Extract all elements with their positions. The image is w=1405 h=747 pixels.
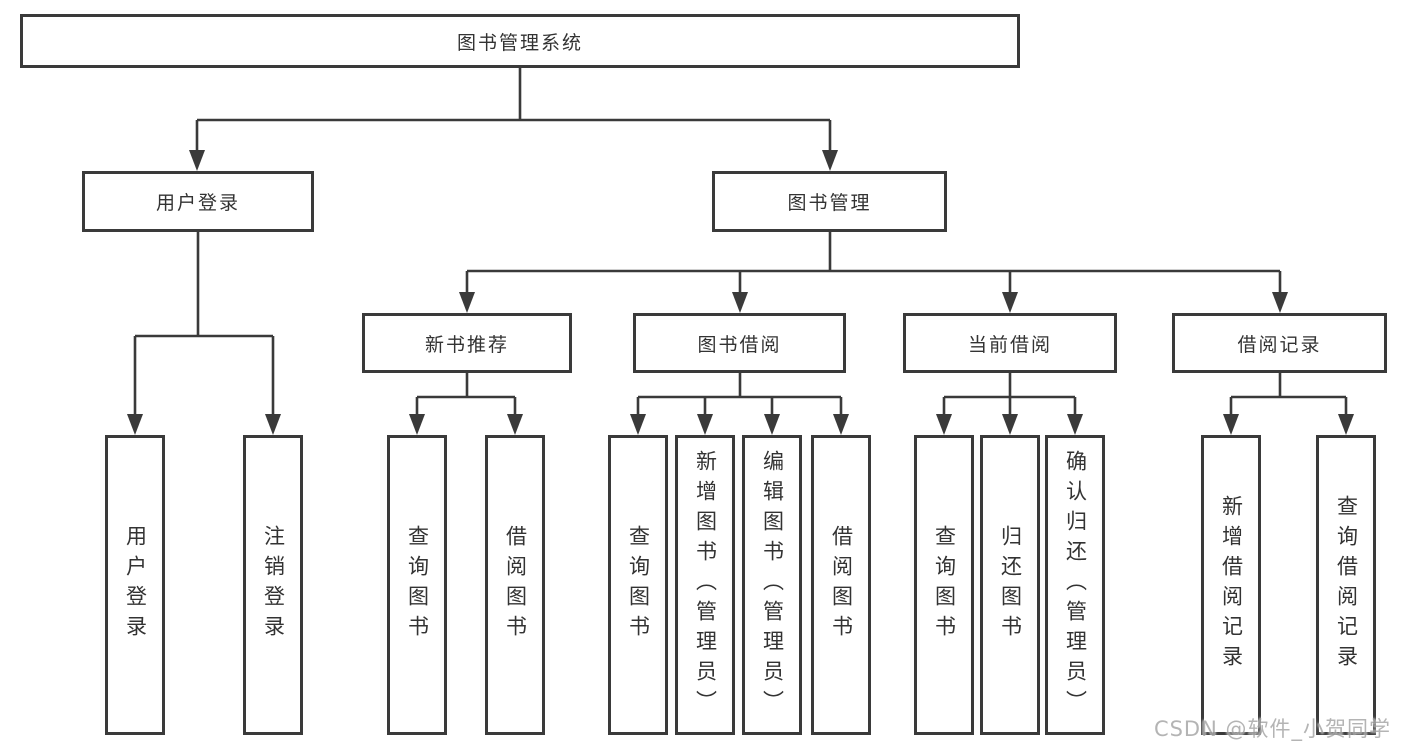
leaf-logout: 注销登录 bbox=[243, 435, 303, 735]
arrowhead bbox=[459, 292, 475, 313]
arrowhead bbox=[265, 414, 281, 435]
leaf-query-books-2: 查询图书 bbox=[608, 435, 668, 735]
arrowhead bbox=[822, 150, 838, 171]
node-label: 确认归还（管理员） bbox=[1063, 450, 1088, 720]
node-label: 新增借阅记录 bbox=[1219, 495, 1244, 675]
arrowhead bbox=[936, 414, 952, 435]
arrowhead bbox=[1002, 292, 1018, 313]
node-label: 查询图书 bbox=[405, 525, 430, 645]
connector-current-borrow bbox=[942, 373, 1077, 416]
node-label: 图书管理 bbox=[787, 192, 872, 214]
node-label: 当前借阅 bbox=[967, 333, 1052, 356]
node-book-management: 图书管理 bbox=[712, 171, 947, 232]
leaf-query-borrow-record: 查询借阅记录 bbox=[1316, 435, 1376, 735]
node-label: 归还图书 bbox=[998, 525, 1023, 645]
leaf-confirm-return-admin: 确认归还（管理员） bbox=[1045, 435, 1105, 735]
arrowhead bbox=[127, 414, 143, 435]
arrowhead bbox=[764, 414, 780, 435]
csdn-watermark: CSDN @软件_小贺同学 bbox=[1153, 717, 1391, 741]
node-current-borrow: 当前借阅 bbox=[903, 313, 1117, 373]
node-label: 用户登录 bbox=[155, 192, 240, 214]
node-label: 编辑图书（管理员） bbox=[760, 450, 785, 720]
arrowhead bbox=[697, 414, 713, 435]
node-label: 新书推荐 bbox=[424, 333, 509, 356]
node-label: 借阅图书 bbox=[829, 525, 854, 645]
leaf-query-books-3: 查询图书 bbox=[914, 435, 974, 735]
leaf-edit-books-admin: 编辑图书（管理员） bbox=[742, 435, 802, 735]
leaf-add-books-admin: 新增图书（管理员） bbox=[675, 435, 735, 735]
node-new-book-recommend: 新书推荐 bbox=[362, 313, 572, 373]
arrowhead bbox=[507, 414, 523, 435]
node-label: 查询图书 bbox=[626, 525, 651, 645]
arrowhead bbox=[833, 414, 849, 435]
node-label: 查询图书 bbox=[932, 525, 957, 645]
arrowhead bbox=[1338, 414, 1354, 435]
arrowhead bbox=[630, 414, 646, 435]
connector-book-management bbox=[465, 232, 1282, 294]
node-label: 查询借阅记录 bbox=[1334, 495, 1359, 675]
arrowhead bbox=[1002, 414, 1018, 435]
node-label: 图书借阅 bbox=[697, 333, 782, 356]
node-label: 用户登录 bbox=[123, 525, 148, 645]
node-root-library-system: 图书管理系统 bbox=[20, 14, 1020, 68]
arrowhead bbox=[409, 414, 425, 435]
arrowhead bbox=[1067, 414, 1083, 435]
arrowhead bbox=[189, 150, 205, 171]
leaf-user-login: 用户登录 bbox=[105, 435, 165, 735]
node-label: 新增图书（管理员） bbox=[693, 450, 718, 720]
node-label: 借阅图书 bbox=[503, 525, 528, 645]
arrowhead bbox=[732, 292, 748, 313]
connector-root-drop bbox=[195, 68, 832, 152]
node-user-login: 用户登录 bbox=[82, 171, 314, 232]
arrowhead bbox=[1223, 414, 1239, 435]
leaf-return-books: 归还图书 bbox=[980, 435, 1040, 735]
leaf-borrow-books-2: 借阅图书 bbox=[811, 435, 871, 735]
node-label: 图书管理系统 bbox=[456, 31, 583, 54]
connector-user-login bbox=[133, 232, 275, 416]
node-label: 注销登录 bbox=[261, 525, 286, 645]
leaf-borrow-books-1: 借阅图书 bbox=[485, 435, 545, 735]
connector-new-book bbox=[415, 373, 517, 416]
connector-book-borrow bbox=[636, 373, 843, 416]
connector-borrow-record bbox=[1229, 373, 1348, 416]
node-label: 借阅记录 bbox=[1237, 333, 1322, 356]
arrowhead bbox=[1272, 292, 1288, 313]
node-book-borrow: 图书借阅 bbox=[633, 313, 846, 373]
leaf-query-books-1: 查询图书 bbox=[387, 435, 447, 735]
leaf-add-borrow-record: 新增借阅记录 bbox=[1201, 435, 1261, 735]
node-borrow-record: 借阅记录 bbox=[1172, 313, 1387, 373]
